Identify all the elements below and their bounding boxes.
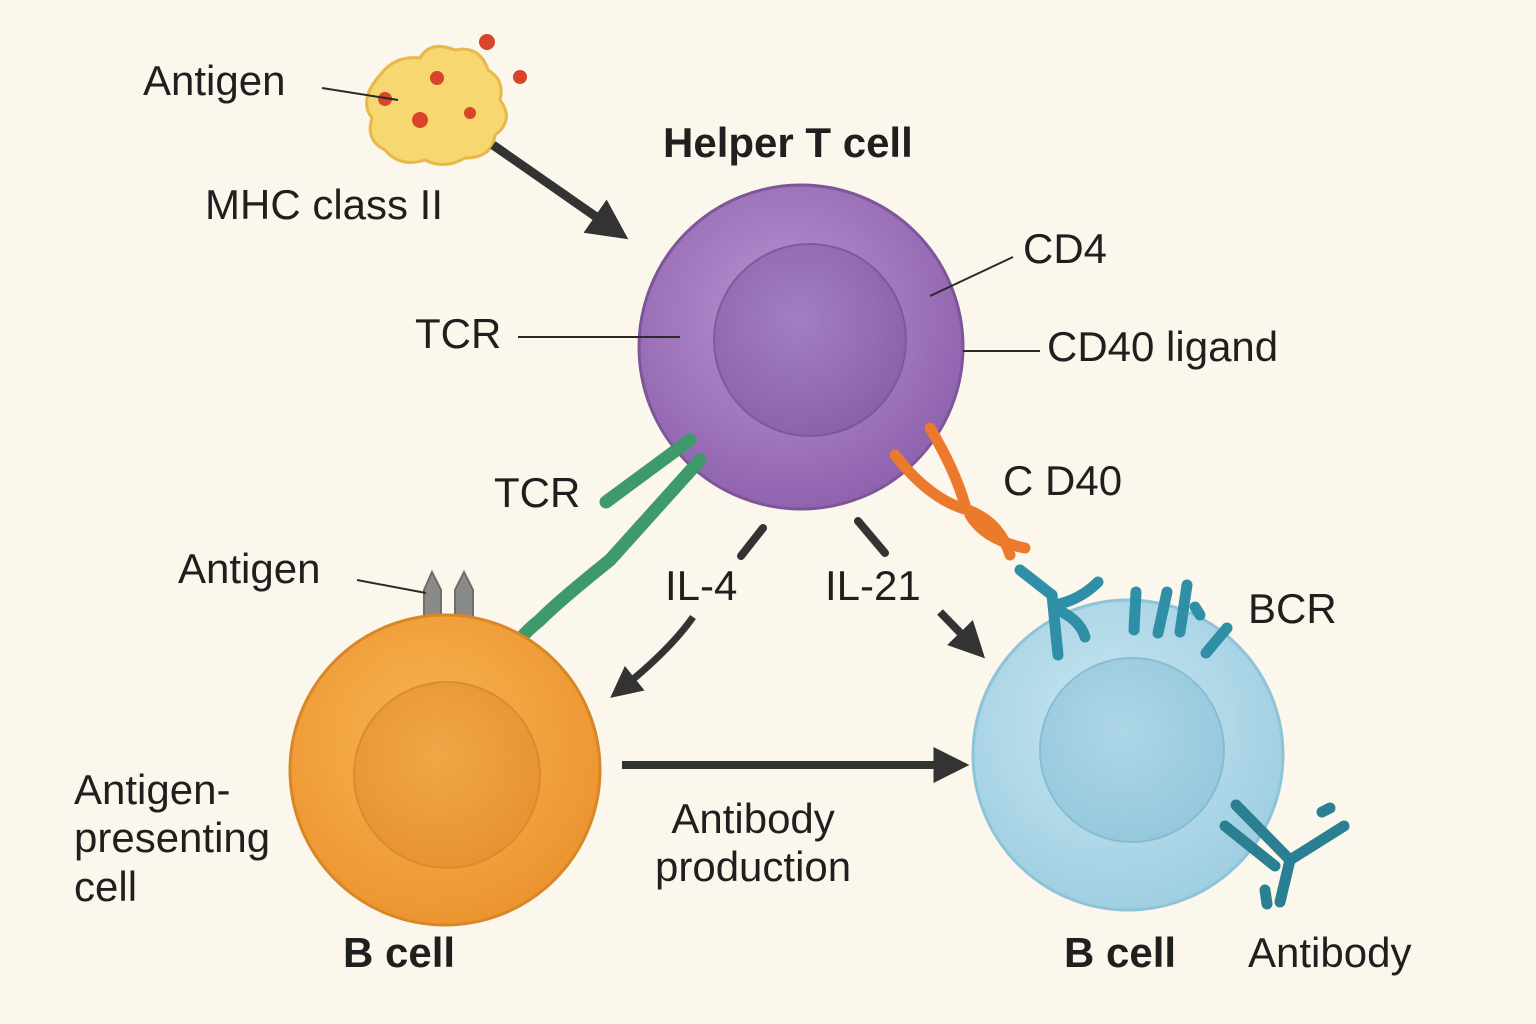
label-antigen-presenting-cell: Antigen- presenting cell <box>74 766 271 910</box>
label-cd40-ligand: CD40 ligand <box>1047 323 1279 370</box>
helper-t-cell <box>637 183 965 511</box>
label-bcr: BCR <box>1248 585 1337 632</box>
label-b-cell-left: B cell <box>343 929 456 976</box>
label-il21: IL-21 <box>825 562 921 609</box>
il4-arrow <box>610 614 696 698</box>
label-antigen-left: Antigen <box>178 545 321 592</box>
antibody-icon <box>1219 799 1350 910</box>
cd40-receptor <box>889 422 1031 561</box>
label-tcr-mid: TCR <box>494 469 581 516</box>
il21-dash <box>854 517 889 557</box>
label-cd40: C D40 <box>1003 457 1123 504</box>
b-cell-blue <box>971 598 1285 912</box>
b-cell-apc <box>288 613 602 927</box>
label-antibody: Antibody <box>1248 929 1412 976</box>
label-il4: IL-4 <box>665 562 738 609</box>
label-helper-t-cell: Helper T cell <box>663 119 913 166</box>
leader-lines <box>321 87 1040 594</box>
label-tcr-top: TCR <box>415 310 502 357</box>
label-cd4: CD4 <box>1023 225 1108 272</box>
label-antigen-top: Antigen <box>143 57 286 104</box>
label-antibody-production: Antibody production <box>655 795 852 891</box>
bcr-receptor-icon <box>1014 564 1233 661</box>
label-b-cell-right: B cell <box>1064 929 1177 976</box>
antigen-to-tcell-arrow <box>490 141 629 240</box>
label-mhc-class-ii: MHC class II <box>205 181 444 228</box>
il21-arrow <box>937 609 986 659</box>
il4-dash <box>737 524 767 560</box>
antigen-blob-icon <box>365 34 527 166</box>
